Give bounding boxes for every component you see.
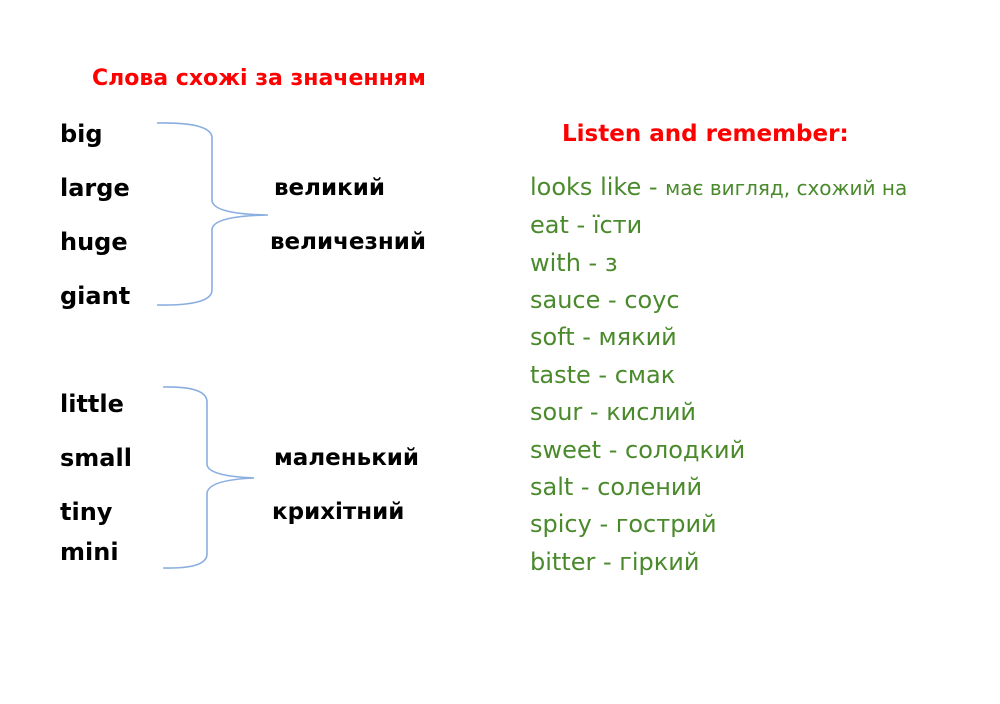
vocab-item: sour - кислий — [530, 398, 696, 426]
vocab-separator: - — [582, 398, 607, 426]
vocab-separator: - — [573, 473, 598, 501]
vocab-item: salt - солений — [530, 473, 702, 501]
vocab-separator: - — [601, 436, 625, 464]
vocab-english: with — [530, 249, 581, 277]
vocab-separator: - — [595, 548, 620, 576]
translation-velykyi: великий — [274, 175, 385, 201]
vocab-item: bitter - гіркий — [530, 548, 699, 576]
vocab-separator: - — [591, 510, 616, 538]
vocab-english: sweet — [530, 436, 602, 464]
vocab-item: spicy - гострий — [530, 510, 717, 538]
vocab-item: with - з — [530, 249, 618, 277]
vocab-english: sour — [530, 398, 583, 426]
vocab-ukrainian: з — [604, 249, 618, 277]
vocab-ukrainian: гіркий — [619, 548, 700, 576]
word-small: small — [60, 444, 132, 472]
vocab-ukrainian: гострий — [615, 510, 717, 538]
vocab-item: soft - мякий — [530, 323, 677, 351]
vocab-ukrainian: смак — [614, 361, 676, 389]
vocab-ukrainian: кислий — [606, 398, 697, 426]
vocab-english: salt — [530, 473, 574, 501]
translation-velycheznyi: величезний — [270, 229, 426, 255]
vocab-item: eat - їсти — [530, 211, 642, 239]
vocab-item: taste - смак — [530, 361, 675, 389]
word-giant: giant — [60, 282, 131, 310]
vocab-separator: - — [590, 361, 615, 389]
vocab-ukrainian: солений — [597, 473, 703, 501]
word-mini: mini — [60, 538, 119, 566]
word-little: little — [60, 390, 124, 418]
translation-malenkyi: маленький — [274, 445, 420, 471]
vocab-ukrainian: соус — [624, 286, 680, 314]
vocab-ukrainian: має вигляд, схожий на — [665, 176, 908, 200]
vocab-separator: - — [568, 211, 593, 239]
synonyms-title: Слова схожі за значенням — [92, 66, 426, 91]
vocab-separator: - — [580, 249, 605, 277]
brace-group-2 — [162, 386, 255, 569]
vocab-english: eat — [530, 211, 569, 239]
word-big: big — [60, 120, 103, 148]
vocab-item: looks like - має вигляд, схожий на — [530, 173, 907, 201]
vocab-english: taste — [530, 361, 591, 389]
word-tiny: tiny — [60, 498, 113, 526]
word-large: large — [60, 174, 130, 202]
vocab-english: sauce — [530, 286, 601, 314]
vocabulary-title: Listen and remember: — [562, 121, 849, 147]
brace-group-1 — [156, 122, 269, 306]
vocab-english: spicy — [530, 510, 592, 538]
vocab-separator: - — [600, 286, 625, 314]
vocab-english: bitter — [530, 548, 596, 576]
vocab-separator: - — [574, 323, 599, 351]
vocab-item: sweet - солодкий — [530, 436, 745, 464]
vocab-ukrainian: їсти — [592, 211, 643, 239]
vocab-english: soft — [530, 323, 575, 351]
vocab-item: sauce - соус — [530, 286, 680, 314]
vocab-ukrainian: мякий — [598, 323, 677, 351]
word-huge: huge — [60, 228, 128, 256]
vocab-ukrainian: солодкий — [625, 436, 746, 464]
vocab-separator: - — [641, 173, 666, 201]
translation-krykhitnyi: крихітний — [272, 499, 405, 525]
vocab-english: looks like — [530, 173, 642, 201]
